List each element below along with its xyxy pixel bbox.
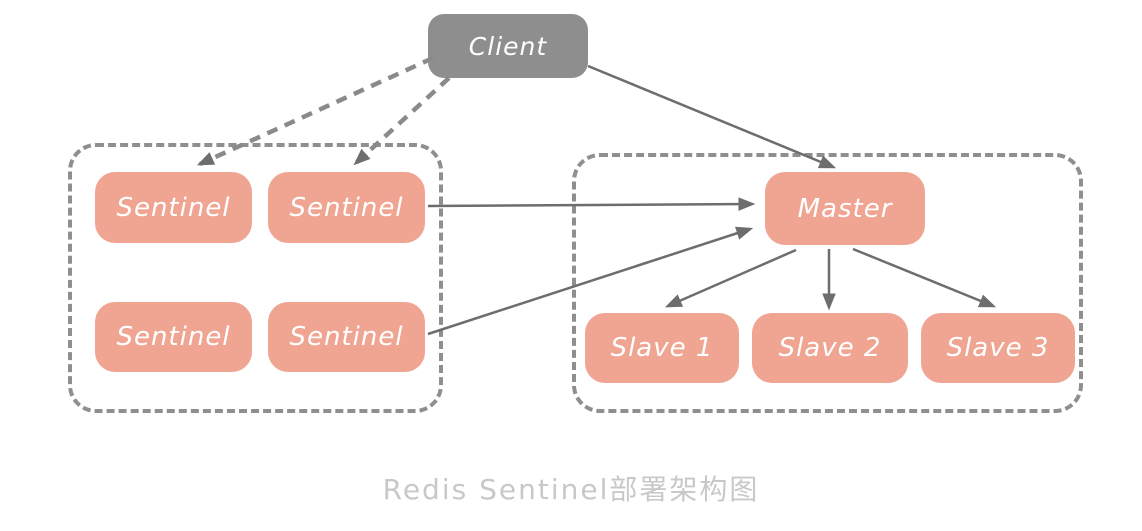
node-sentinel-2: Sentinel (268, 172, 425, 243)
node-slave-1-label: Slave 1 (610, 333, 714, 363)
node-sentinel-1: Sentinel (95, 172, 252, 243)
node-slave-2-label: Slave 2 (778, 333, 882, 363)
node-client-label: Client (468, 31, 548, 61)
node-sentinel-3: Sentinel (95, 302, 252, 372)
node-slave-1: Slave 1 (585, 313, 739, 383)
node-sentinel-4: Sentinel (268, 302, 425, 372)
node-slave-3-label: Slave 3 (946, 333, 1050, 363)
node-sentinel-4-label: Sentinel (289, 322, 404, 352)
node-client: Client (428, 14, 588, 78)
node-sentinel-3-label: Sentinel (116, 322, 231, 352)
node-slave-3: Slave 3 (921, 313, 1075, 383)
node-master: Master (765, 172, 925, 245)
node-slave-2: Slave 2 (752, 313, 908, 383)
node-sentinel-1-label: Sentinel (116, 192, 231, 223)
edge-client-to-master (587, 64, 837, 169)
node-master-label: Master (797, 193, 893, 224)
node-sentinel-2-label: Sentinel (289, 192, 404, 223)
diagram-caption: Redis Sentinel部署架构图 (382, 473, 760, 506)
